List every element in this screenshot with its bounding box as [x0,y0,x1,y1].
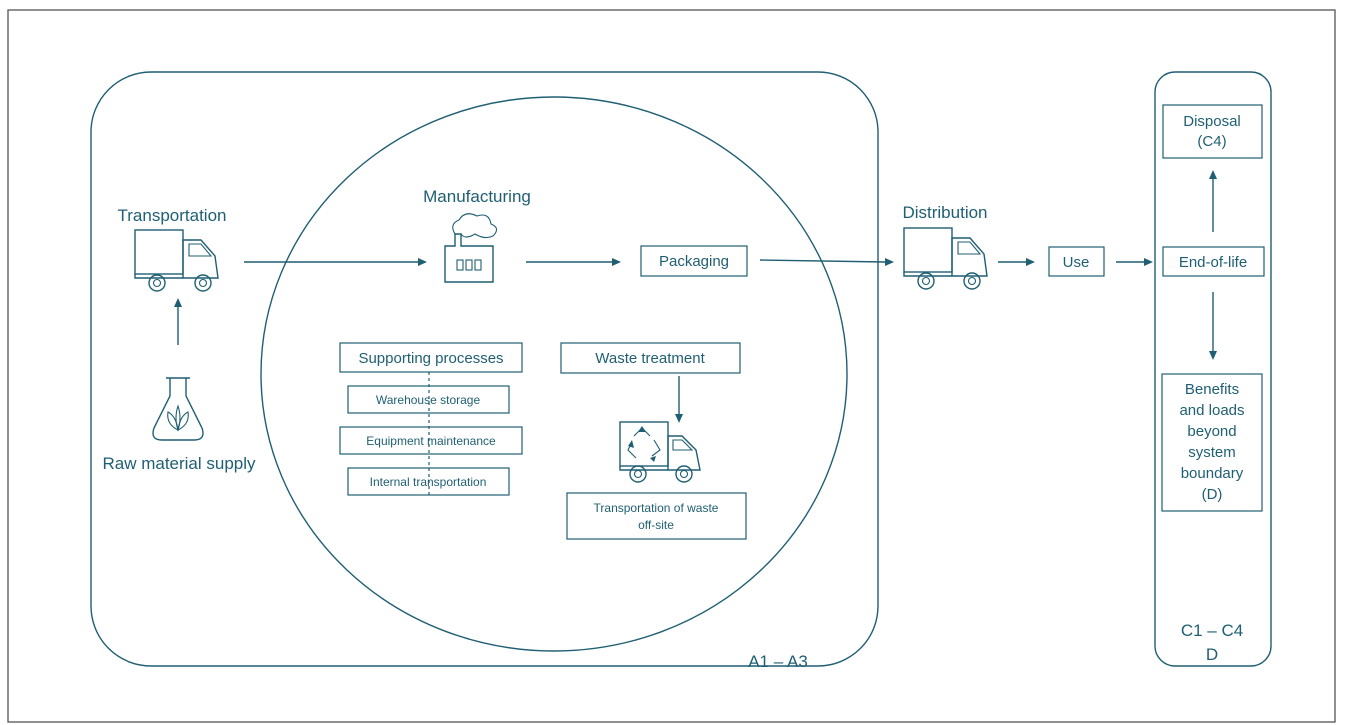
factory-icon [444,213,498,283]
benefits-box [1161,373,1263,512]
packaging-box [640,245,748,277]
stage-c1-c4-label: C1 – C4 [1181,621,1243,640]
truck-icon [134,229,219,292]
arrow-packaging-to-distribution [759,259,886,263]
transport-waste-label-1: Transportation of waste [594,501,719,515]
a1-a3-boundary [90,71,879,667]
supporting-processes-box [339,342,523,373]
flask-leaf-icon [152,377,204,441]
equipment-maintenance-box [339,426,523,455]
benefits-label-line: and loads [1179,402,1244,419]
benefits-label-line: beyond [1187,423,1236,440]
benefits-label-line: (D) [1202,486,1223,503]
use-label: Use [1063,254,1090,271]
end-of-life-label: End-of-life [1179,254,1247,271]
disposal-box [1162,104,1263,159]
raw-material-label: Raw material supply [102,454,256,473]
stage-d-label: D [1206,645,1218,664]
distribution-label: Distribution [902,203,987,222]
benefits-label-line: Benefits [1185,381,1239,398]
stage-a1-a3-label: A1 – A3 [748,652,808,671]
end-of-life-box [1162,246,1265,277]
transportation-label: Transportation [118,206,227,225]
transport-waste-box [566,492,747,540]
recycling-truck-icon [619,421,701,483]
manufacturing-label: Manufacturing [423,187,531,206]
waste-treatment-box [560,342,741,374]
packaging-label: Packaging [659,253,729,270]
manufacturing-ellipse [260,96,848,652]
disposal-label-2: (C4) [1197,133,1226,150]
supporting-processes-label: Supporting processes [358,350,503,367]
outer-frame [7,9,1336,723]
warehouse-storage-label: Warehouse storage [376,393,481,407]
equipment-maintenance-label: Equipment maintenance [366,434,496,448]
internal-transportation-label: Internal transportation [370,475,487,489]
benefits-label-line: boundary [1181,465,1244,482]
c1-c4-boundary [1154,71,1272,667]
benefits-label-group: Benefits and loads beyond system boundar… [1179,381,1244,503]
distribution-truck-icon [903,227,988,290]
benefits-label-line: system [1188,444,1236,461]
transport-waste-label-2: off-site [638,518,674,532]
disposal-label-1: Disposal [1183,113,1241,130]
use-box [1048,246,1105,277]
waste-treatment-label: Waste treatment [595,350,705,367]
